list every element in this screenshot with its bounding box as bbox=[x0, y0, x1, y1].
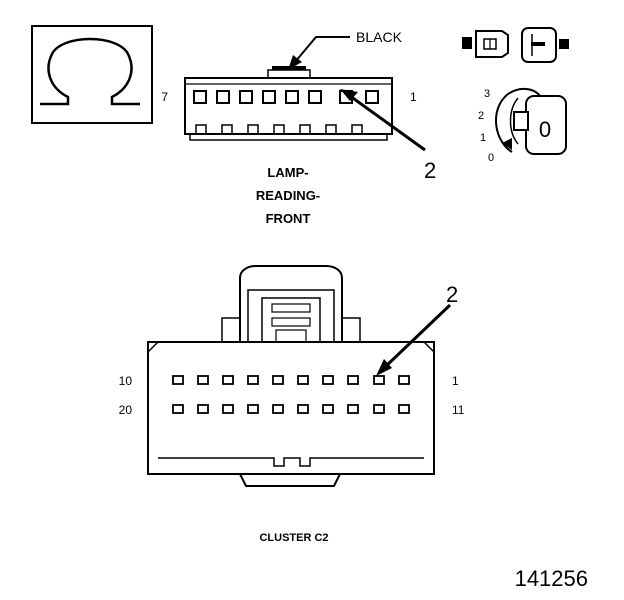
cluster-connector-title: CLUSTER C2 bbox=[259, 532, 328, 544]
wire-color-label: BLACK bbox=[356, 29, 403, 45]
ignition-key-icon bbox=[495, 88, 567, 155]
ignition-position-3: 3 bbox=[484, 88, 490, 100]
cluster-c2-connector bbox=[147, 265, 452, 487]
connector-title-line-3: FRONT bbox=[266, 211, 311, 226]
ohmmeter-symbol bbox=[31, 25, 153, 124]
lamp-reading-connector bbox=[184, 36, 426, 152]
pin-7-label: 7 bbox=[161, 90, 168, 104]
cluster-pin-10-label: 10 bbox=[119, 374, 133, 388]
cluster-pin-11-label: 11 bbox=[452, 403, 465, 417]
cluster-pin-1-label: 1 bbox=[452, 374, 459, 388]
connector-plug-icon bbox=[462, 27, 569, 63]
cluster-pin-20-label: 20 bbox=[119, 403, 133, 417]
connector-title-line-2: READING- bbox=[256, 188, 320, 203]
callout-number-cluster: 2 bbox=[446, 282, 458, 307]
figure-number: 141256 bbox=[515, 566, 588, 591]
cluster-row-1-cavities bbox=[172, 375, 410, 385]
ignition-position-2: 2 bbox=[478, 110, 484, 122]
connector-title-line-1: LAMP- bbox=[267, 165, 308, 180]
key-position-label: 0 bbox=[539, 117, 551, 142]
ignition-position-0: 0 bbox=[488, 152, 494, 164]
pin-1-label: 1 bbox=[410, 90, 417, 104]
callout-number-top: 2 bbox=[424, 158, 436, 183]
ignition-position-1: 1 bbox=[480, 132, 486, 144]
cluster-row-2-cavities bbox=[172, 404, 410, 414]
bottom-row-tabs bbox=[195, 124, 363, 135]
